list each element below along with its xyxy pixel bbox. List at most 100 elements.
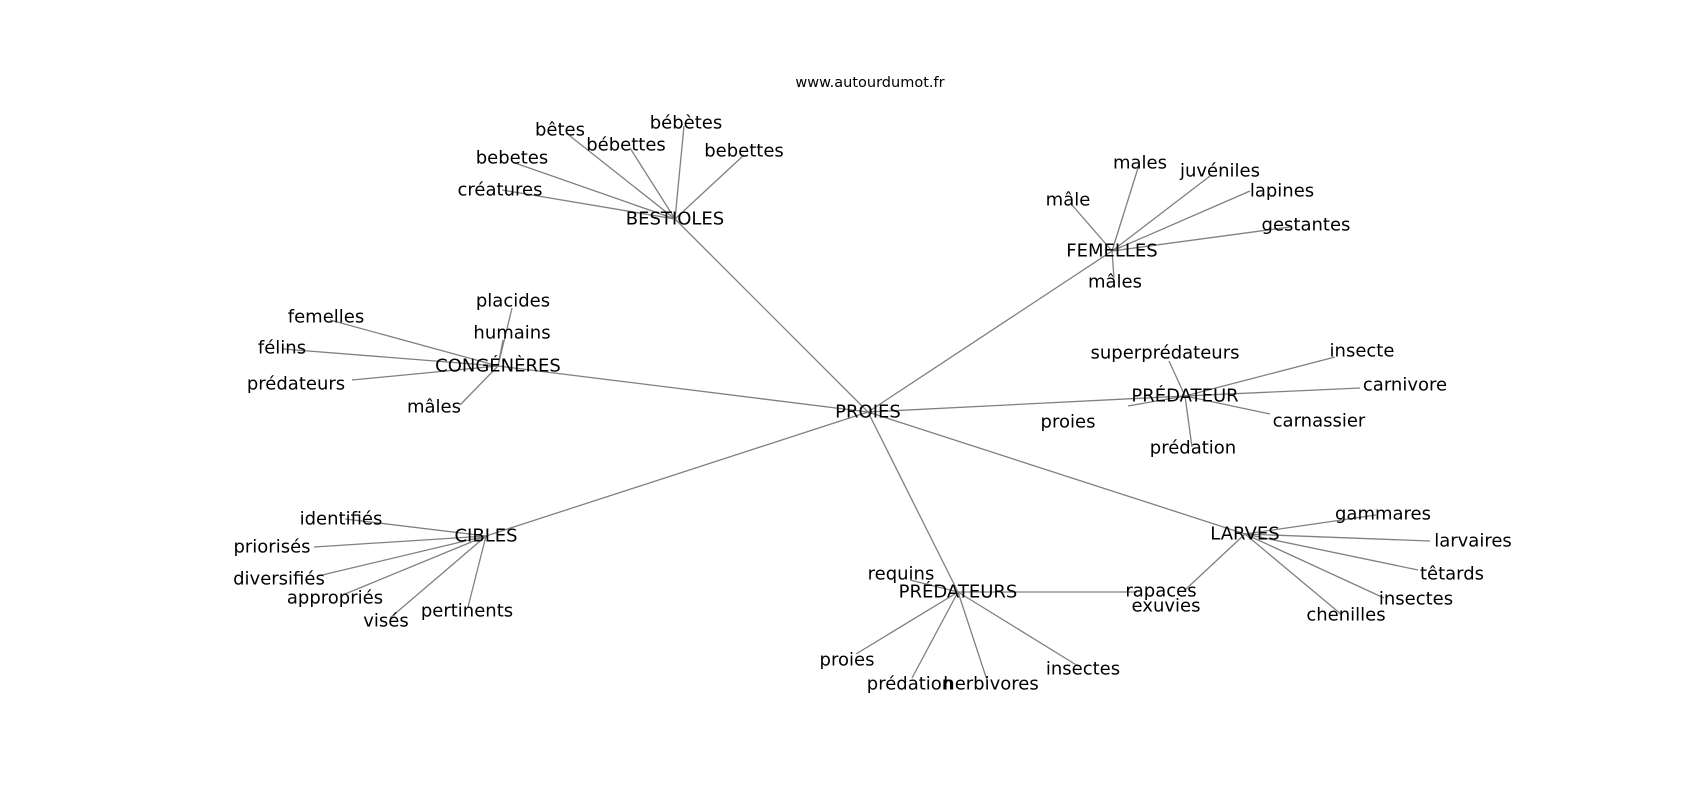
edge-bestioles-word-5 [501, 189, 676, 220]
word-cibles-5: pertinents [421, 601, 513, 622]
word-predateur-5: proies [1041, 412, 1096, 433]
edge-congeneres-word-4 [351, 365, 499, 381]
edge-root-femelles [867, 250, 1113, 413]
hub-congeneres: CONGÉNÈRES [435, 355, 561, 377]
word-femelles-0: males [1113, 153, 1167, 174]
word-predateurs-5: insectes [1046, 659, 1120, 680]
edge-predateur-word-0 [1168, 360, 1186, 397]
edge-femelles-word-0 [1111, 167, 1139, 252]
edge-congeneres-word-3 [282, 348, 499, 367]
edge-cibles-word-4 [389, 535, 487, 619]
word-congeneres-4: prédateurs [247, 374, 345, 395]
word-predateur-2: carnivore [1363, 375, 1447, 396]
edge-femelles-word-5 [1111, 250, 1115, 279]
edge-femelles-word-4 [1071, 204, 1113, 252]
hub-cibles: CIBLES [454, 526, 517, 547]
edge-larves-word-4 [1244, 533, 1343, 616]
edge-bestioles-word-0 [569, 135, 676, 220]
word-predateurs-1: rapaces [1125, 581, 1196, 602]
word-femelles-3: gestantes [1262, 215, 1351, 236]
edge-root-larves [867, 411, 1246, 535]
word-cibles-4: visés [363, 611, 408, 632]
edge-predateur-word-4 [1184, 395, 1193, 448]
edge-root-predateur [867, 395, 1186, 413]
edge-cibles-word-1 [313, 535, 487, 548]
edge-cibles-word-5 [467, 535, 487, 608]
edge-predateur-word-2 [1184, 387, 1361, 397]
word-cibles-1: priorisés [233, 537, 310, 558]
word-predateur-1: insecte [1330, 341, 1395, 362]
word-predateurs-0: requins [868, 564, 935, 585]
hub-bestioles: BESTIOLES [626, 209, 724, 230]
edge-femelles-word-3 [1111, 226, 1291, 252]
word-bestioles-4: bebetes [476, 148, 549, 169]
word-femelles-5: mâles [1088, 272, 1142, 293]
word-larves-2: têtards [1420, 564, 1484, 585]
edge-predateur-word-1 [1184, 356, 1336, 397]
edge-bestioles-word-4 [514, 162, 676, 220]
word-bestioles-3: bebettes [704, 141, 784, 162]
edge-femelles-word-2 [1111, 190, 1251, 252]
site-credit: www.autourdumot.fr [795, 75, 944, 91]
graph-edges [282, 125, 1431, 681]
word-bestioles-0: bêtes [535, 120, 585, 141]
word-femelles-2: lapines [1250, 181, 1314, 202]
edge-larves-word-3 [1244, 533, 1385, 599]
word-cibles-2: diversifiés [233, 569, 325, 590]
word-predateurs-2: proies [820, 650, 875, 671]
root-node: PROIES [835, 402, 901, 423]
word-cibles-0: identifiés [300, 509, 383, 530]
edge-predateurs-word-4 [957, 591, 988, 681]
word-bestioles-2: bébettes [586, 135, 666, 156]
edge-larves-word-2 [1244, 533, 1419, 571]
word-predateurs-4: herbivores [943, 674, 1038, 695]
word-femelles-1: juvéniles [1179, 161, 1260, 182]
word-cibles-3: appropriés [287, 588, 383, 609]
edge-larves-word-1 [1244, 533, 1431, 542]
edge-femelles-word-1 [1111, 175, 1211, 252]
edge-bestioles-word-3 [674, 154, 745, 220]
hub-predateurs: PRÉDATEURS [899, 581, 1018, 603]
word-larves-5: exuvies [1132, 596, 1201, 617]
edge-predateurs-word-5 [957, 591, 1079, 667]
edge-predateur-word-3 [1184, 395, 1271, 415]
hub-predateur: PRÉDATEUR [1131, 385, 1238, 407]
edge-larves-word-5 [1184, 533, 1246, 591]
edge-cibles-word-0 [344, 518, 487, 537]
edge-bestioles-word-2 [629, 147, 676, 220]
word-congeneres-1: humains [473, 323, 550, 344]
edge-larves-word-0 [1244, 514, 1377, 535]
edge-congeneres-word-2 [329, 319, 499, 367]
hub-larves: LARVES [1210, 524, 1279, 545]
edge-congeneres-word-1 [497, 339, 504, 367]
edge-predateurs-word-3 [911, 591, 959, 679]
edge-predateur-word-5 [1127, 395, 1186, 407]
edge-root-bestioles [674, 218, 869, 413]
word-larves-1: larvaires [1434, 531, 1512, 552]
edge-root-cibles [485, 411, 869, 537]
word-larves-4: chenilles [1306, 605, 1385, 626]
word-bestioles-5: créatures [458, 180, 543, 201]
word-larves-0: gammares [1335, 504, 1431, 525]
edge-root-congeneres [497, 365, 869, 413]
edge-root-predateurs [867, 411, 959, 593]
hub-femelles: FEMELLES [1066, 241, 1158, 262]
word-larves-3: insectes [1379, 589, 1453, 610]
edge-predateurs-word-2 [855, 591, 959, 655]
word-femelles-4: mâle [1046, 190, 1091, 211]
word-congeneres-2: femelles [288, 307, 364, 328]
word-predateurs-3: prédation [867, 674, 953, 695]
edge-predateurs-word-0 [909, 579, 959, 593]
word-congeneres-0: placides [476, 291, 550, 312]
edge-cibles-word-3 [344, 535, 487, 595]
word-congeneres-3: félins [258, 338, 306, 359]
edge-bestioles-word-1 [674, 125, 685, 220]
word-congeneres-5: mâles [407, 397, 461, 418]
word-bestioles-1: bébètes [650, 113, 723, 134]
word-predateur-3: carnassier [1273, 411, 1366, 432]
word-predateur-0: superprédateurs [1091, 343, 1240, 364]
word-predateur-4: prédation [1150, 438, 1236, 459]
edge-cibles-word-2 [317, 535, 487, 577]
